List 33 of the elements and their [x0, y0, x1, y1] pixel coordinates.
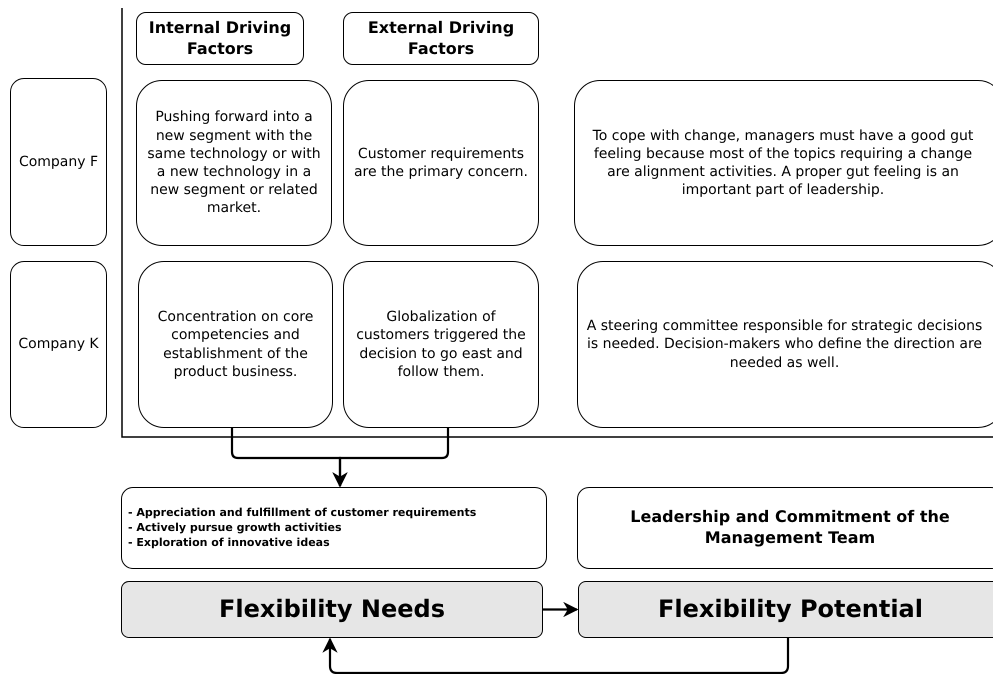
row-header-text: Company K: [18, 335, 99, 354]
flexibility-label: Flexibility Needs: [218, 594, 446, 625]
factor-box: [138, 261, 333, 428]
row-header-box: [10, 261, 107, 428]
column-header: [136, 12, 304, 65]
statement-box: [574, 80, 993, 246]
flexibility-box: [578, 581, 993, 638]
leadership-box: [577, 487, 993, 569]
statement-text: To cope with change, managers must have a good gut feeling because most of the topics requiring a change are alignment activities. A proper gut feeling is an important part of leadership.: [592, 126, 974, 200]
factor-text: Customer requirements are the primary concern.: [352, 144, 530, 182]
statement-text: A steering committee responsible for strategic decisions is needed. Decision-makers who define the direction are needed as well.: [586, 317, 984, 372]
factor-text: Globalization of customers triggered the decision to go east and follow them.: [355, 308, 527, 381]
column-header-text: Internal Driving Factors: [148, 18, 292, 60]
column-header-text: External Driving Factors: [366, 18, 516, 60]
arrow: [322, 637, 790, 674]
row-header-text: Company F: [18, 152, 98, 172]
arrow: [543, 602, 579, 618]
factor-box: [343, 80, 539, 246]
flexibility-label: Flexibility Potential: [658, 594, 923, 625]
bullet-item: - Actively pursue growth activities: [128, 520, 342, 536]
factor-box: [136, 80, 332, 246]
arrow: [332, 428, 450, 488]
factor-box: [343, 261, 539, 428]
leadership-text: Leadership and Commitment of the Management Team: [629, 507, 951, 549]
bullet-item: - Appreciation and fulfillment of customer requirements: [128, 506, 476, 521]
factor-text: Pushing forward into a new segment with the same technology or with a new technology in a new segment or related market.: [146, 108, 322, 218]
row-header-box: [10, 78, 107, 246]
flexibility-box: [121, 581, 543, 638]
factor-text: Concentration on core competencies and establishment of the product business.: [156, 308, 314, 381]
column-header: [343, 12, 539, 65]
bullet-item: - Exploration of innovative ideas: [128, 536, 330, 551]
statement-box: [577, 261, 993, 428]
bullet-list-box: [121, 487, 547, 569]
